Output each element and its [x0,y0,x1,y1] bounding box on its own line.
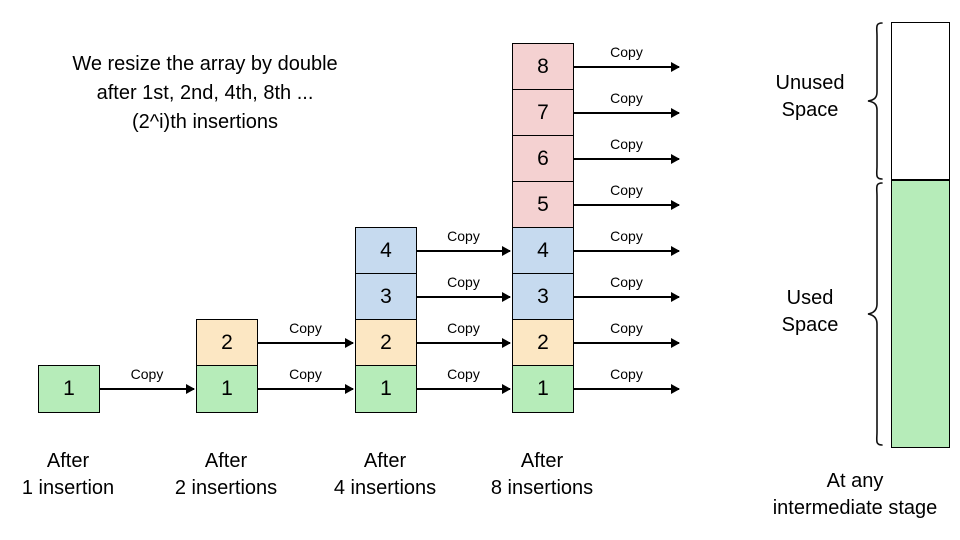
copy-arrow-label: Copy [610,366,643,382]
array-cell: 5 [513,182,573,228]
copy-arrow-label: Copy [610,90,643,106]
array-cell: 2 [356,320,416,366]
copy-arrow [417,246,511,256]
unused-space-brace [866,22,884,180]
copy-arrow-label: Copy [610,44,643,60]
array-cell: 4 [356,228,416,274]
copy-arrow [574,154,680,164]
copy-arrow [574,338,680,348]
used-space-brace [866,182,884,446]
stage-caption-line-2: 4 insertions [333,477,437,499]
memory-used-block [891,180,950,448]
unused-space-label: Unused Space [735,70,885,124]
copy-arrow-label: Copy [610,228,643,244]
memory-unused-block [891,22,950,180]
copy-arrow-label: Copy [289,366,322,382]
array-cell: 2 [197,320,257,366]
copy-arrow [574,292,680,302]
used-space-label-line-1: Used [786,287,834,309]
copy-arrow-label: Copy [130,366,164,382]
array-cell: 7 [513,90,573,136]
stage-caption-line-1: After [520,450,564,472]
copy-arrow-label: Copy [610,274,643,290]
array-column-stage-1: 1 [38,365,100,413]
copy-arrow [100,384,195,394]
title-line-1: We resize the array by double [72,53,338,75]
copy-arrow [574,62,680,72]
copy-arrow [574,384,680,394]
stage-caption-line-2: 1 insertion [21,477,115,499]
copy-arrow-label: Copy [447,228,480,244]
array-cell: 8 [513,44,573,90]
array-cell: 1 [197,366,257,412]
stage-caption-line-2: 2 insertions [174,477,278,499]
array-cell: 4 [513,228,573,274]
array-cell: 6 [513,136,573,182]
copy-arrow [574,108,680,118]
stage-caption-stage-3: After 4 insertions [300,448,470,502]
stage-caption-stage-1: After 1 insertion [0,448,153,502]
copy-arrow-label: Copy [447,366,480,382]
memory-caption-line-1: At any [826,470,884,492]
array-cell: 2 [513,320,573,366]
unused-space-label-line-2: Space [781,99,839,121]
array-cell: 1 [513,366,573,412]
title-line-3: (2^i)th insertions [131,111,279,133]
memory-caption: At any intermediate stage [750,468,960,522]
unused-space-label-line-1: Unused [775,72,845,94]
copy-arrow-label: Copy [289,320,322,336]
used-space-label-line-2: Space [781,314,839,336]
array-cell: 1 [39,366,99,412]
array-cell: 1 [356,366,416,412]
copy-arrow-label: Copy [610,182,643,198]
copy-arrow [574,246,680,256]
copy-arrow [258,338,354,348]
diagram-title: We resize the array by double after 1st,… [40,50,370,137]
stage-caption-stage-4: After 8 insertions [457,448,627,502]
array-cell: 3 [513,274,573,320]
copy-arrow-label: Copy [610,320,643,336]
copy-arrow [417,384,511,394]
used-space-label: Used Space [735,285,885,339]
array-cell: 3 [356,274,416,320]
stage-caption-line-1: After [363,450,407,472]
stage-caption-line-2: 8 insertions [490,477,594,499]
stage-caption-line-1: After [46,450,90,472]
copy-arrow [417,338,511,348]
stage-caption-stage-2: After 2 insertions [141,448,311,502]
copy-arrow-label: Copy [447,274,480,290]
copy-arrow [574,200,680,210]
memory-caption-line-2: intermediate stage [772,497,938,519]
stage-caption-line-1: After [204,450,248,472]
title-line-2: after 1st, 2nd, 4th, 8th ... [96,82,314,104]
copy-arrow [417,292,511,302]
copy-arrow [258,384,354,394]
copy-arrow-label: Copy [610,136,643,152]
copy-arrow-label: Copy [447,320,480,336]
